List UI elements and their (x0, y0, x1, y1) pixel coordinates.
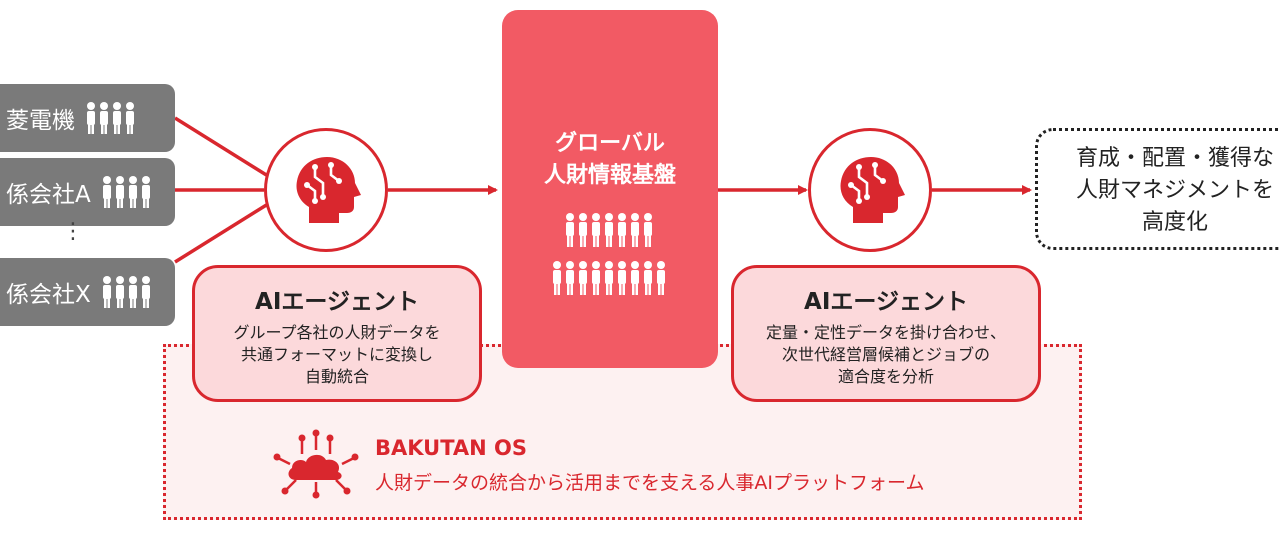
hub-title-line-2: 人財情報基盤 (543, 163, 676, 188)
people-icon (102, 176, 150, 208)
os-description: 人財データの統合から活用までを支える人事AIプラットフォーム (375, 472, 925, 494)
line-source-3 (174, 202, 269, 264)
source-company-1: 菱電機 (0, 84, 175, 152)
outcome-line-1: 育成・配置・獲得な (1075, 146, 1274, 171)
line-source-1 (174, 116, 269, 178)
source-company-3: 係会社X (0, 258, 175, 326)
os-title: BAKUTAN OS (375, 436, 528, 460)
agent-desc-line-2: 共通フォーマットに変換し (240, 345, 433, 364)
agent-desc-line-2: 次世代経営層候補とジョブの (781, 345, 990, 364)
agent-desc-line-1: グループ各社の人財データを (233, 323, 441, 342)
ai-node-right (808, 128, 932, 252)
people-icon (87, 102, 134, 134)
ai-head-icon (296, 157, 361, 223)
source-company-2: 係会社A (0, 158, 175, 226)
source-label: 菱電機 (6, 108, 75, 134)
people-icon (102, 276, 150, 308)
agent-desc-line-3: 適合度を分析 (837, 367, 934, 386)
outcome-line-3: 高度化 (1141, 210, 1208, 235)
agent-title: AIエージェント (255, 289, 419, 315)
source-label: 係会社X (6, 282, 91, 308)
source-label: 係会社A (6, 182, 91, 208)
source-ellipsis: ⋮ (62, 219, 84, 244)
outcome-box: 育成・配置・獲得な 人財マネジメントを 高度化 (1035, 128, 1280, 250)
ai-agent-right: AIエージェント 定量・定性データを掛け合わせ、 次世代経営層候補とジョブの 適… (731, 265, 1041, 402)
agent-desc-line-1: 定量・定性データを掛け合わせ、 (765, 323, 1006, 342)
ai-node-left (264, 128, 388, 252)
ai-head-icon (840, 157, 905, 223)
cloud-network-icon (273, 429, 359, 499)
outcome-line-2: 人財マネジメントを (1075, 178, 1274, 203)
agent-title: AIエージェント (804, 289, 968, 315)
hub-title-line-1: グローバル (555, 131, 665, 156)
people-group-icon (553, 213, 665, 295)
global-hr-platform: グローバル 人財情報基盤 (502, 10, 718, 368)
agent-desc-line-3: 自動統合 (304, 367, 369, 386)
ai-agent-left: AIエージェント グループ各社の人財データを 共通フォーマットに変換し 自動統合 (192, 265, 482, 402)
